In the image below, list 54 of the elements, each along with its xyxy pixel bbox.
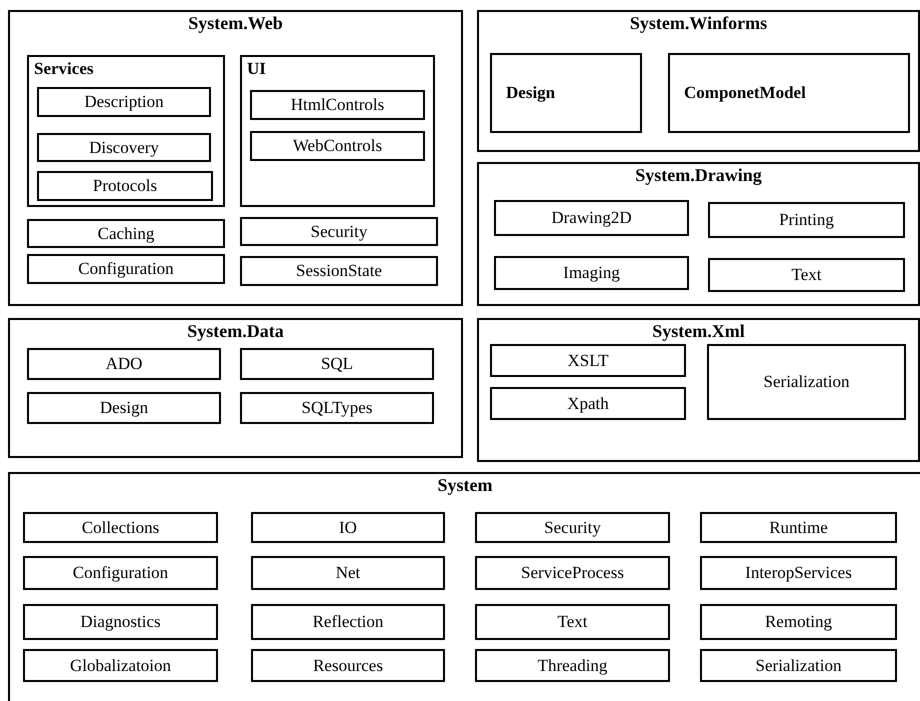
namespace-box: Caching: [27, 219, 225, 248]
namespace-box: Globalizatoion: [23, 649, 218, 682]
panel-title: System.Xml: [651, 321, 746, 342]
namespace-box: Reflection: [251, 604, 445, 640]
namespace-box: IO: [251, 512, 445, 543]
namespace-box: Discovery: [37, 133, 211, 162]
namespace-panel: [477, 162, 920, 306]
namespace-box: Description: [37, 87, 211, 117]
namespace-box: Imaging: [494, 256, 689, 290]
namespace-box: SQL: [240, 348, 434, 380]
namespace-box: ADO: [27, 348, 221, 380]
panel-title: System.Web: [187, 13, 284, 34]
namespace-box: Security: [240, 217, 438, 246]
namespace-box: Serialization: [700, 649, 897, 682]
panel-title: System.Data: [186, 321, 285, 342]
namespace-box: Text: [708, 258, 905, 292]
namespace-box: Remoting: [700, 604, 897, 640]
namespace-box: Drawing2D: [494, 200, 689, 236]
namespace-box: SQLTypes: [240, 392, 434, 424]
namespace-box: Printing: [708, 202, 905, 238]
namespace-box: Design: [27, 392, 221, 424]
namespace-box: Collections: [23, 512, 218, 543]
namespace-box: Threading: [475, 649, 670, 682]
namespace-box: WebControls: [250, 131, 425, 161]
namespace-box: InteropServices: [700, 556, 897, 590]
namespace-panel: [8, 472, 920, 701]
namespace-panel: [8, 10, 463, 306]
panel-title: System: [436, 475, 494, 496]
namespace-box: Design: [490, 53, 642, 133]
panel-title: System.Drawing: [634, 165, 763, 186]
namespace-box: Diagnostics: [23, 604, 218, 640]
namespace-box: SessionState: [240, 256, 438, 286]
namespace-box: Security: [475, 512, 670, 543]
namespace-box: Net: [251, 556, 445, 590]
namespace-box: Resources: [251, 649, 445, 682]
namespace-box: Xpath: [490, 387, 686, 420]
namespace-box: ComponetModel: [668, 53, 910, 133]
namespace-panel: [8, 318, 463, 458]
namespace-box: ServiceProcess: [475, 556, 670, 590]
namespace-group-box: [240, 55, 435, 207]
group-title: UI: [247, 59, 266, 79]
namespace-panel: [477, 318, 920, 462]
namespace-panel: [477, 10, 920, 152]
panel-title: System.Winforms: [628, 13, 768, 34]
namespace-box: Serialization: [707, 344, 906, 420]
namespace-group-box: [27, 55, 225, 207]
namespace-box: Configuration: [27, 254, 225, 284]
namespace-box: Runtime: [700, 512, 897, 543]
namespace-box: Text: [475, 604, 670, 640]
namespace-box: HtmlControls: [250, 90, 425, 120]
group-title: Services: [34, 59, 94, 79]
namespace-box: Protocols: [37, 171, 213, 201]
namespace-box: Configuration: [23, 556, 218, 590]
namespace-box: XSLT: [490, 344, 686, 377]
